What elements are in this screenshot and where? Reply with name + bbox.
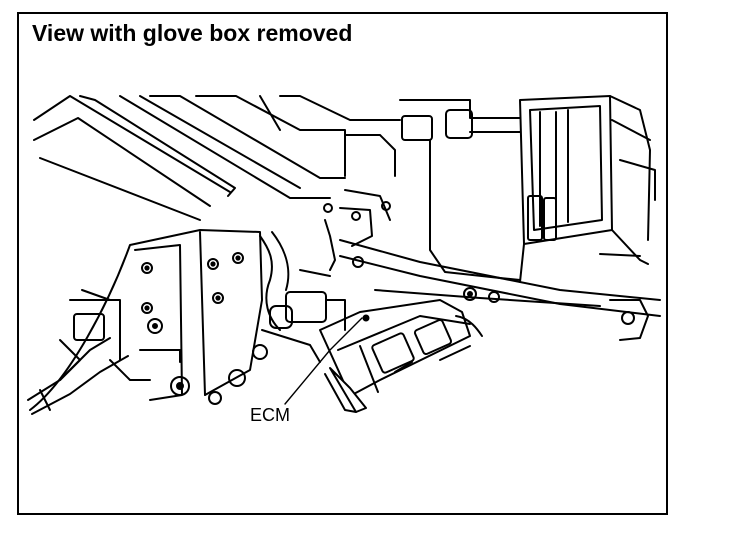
figure-frame [17,12,668,515]
ecm-leader-line [285,318,362,404]
figure-title: View with glove box removed [32,20,353,46]
ecm-callout-label: ECM [250,405,290,425]
central-harness [260,190,390,362]
cross-member [340,240,660,340]
hvac-unit [400,96,655,282]
left-mounting-bracket [30,230,267,410]
dash-upper-braces [34,96,400,220]
ecm-module [320,300,482,412]
left-wire-harness [28,290,180,414]
